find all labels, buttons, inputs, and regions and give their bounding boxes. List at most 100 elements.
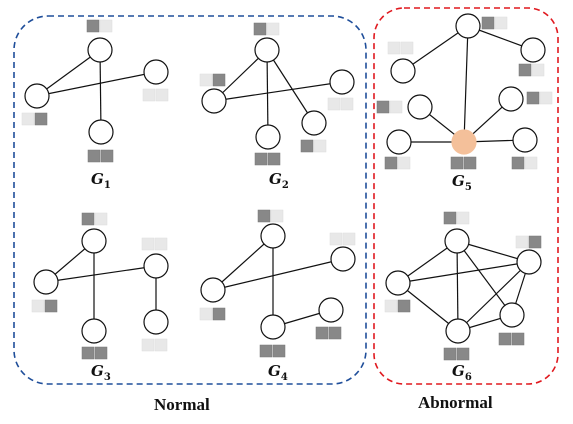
feature-square-g5-0-1 <box>494 16 508 30</box>
edge-g5-0-1 <box>402 25 469 72</box>
feature-square-g5-4-0 <box>526 91 540 105</box>
feature-square-g6-3-1 <box>456 347 470 361</box>
node-g3-4 <box>143 309 169 335</box>
feature-square-g1-3-1 <box>100 149 114 163</box>
group-label-normal: Normal <box>154 395 210 414</box>
edge-g2-1-2 <box>213 81 343 102</box>
feature-square-g3-4-0 <box>141 338 155 352</box>
edge-g4-1-2 <box>212 258 344 291</box>
node-g4-4 <box>318 297 344 323</box>
edge-g6-2-3 <box>397 282 459 332</box>
feature-square-g2-2-0 <box>199 73 213 87</box>
node-g6-4 <box>499 302 525 328</box>
feature-square-g1-2-0 <box>21 112 35 126</box>
node-g1-2 <box>24 83 50 109</box>
node-g1-1 <box>143 59 169 85</box>
feature-square-g6-0-0 <box>443 211 457 225</box>
feature-square-g6-2-0 <box>384 299 398 313</box>
feature-square-g3-2-1 <box>44 299 58 313</box>
feature-square-g2-0-0 <box>253 22 267 36</box>
feature-square-g5-5-0 <box>384 156 398 170</box>
feature-square-g1-3-0 <box>87 149 101 163</box>
node-g2-0 <box>254 37 280 63</box>
feature-square-g1-0-1 <box>99 19 113 33</box>
feature-square-g5-5-1 <box>397 156 411 170</box>
node-g2-4 <box>301 110 327 136</box>
feature-square-g6-2-1 <box>397 299 411 313</box>
node-g6-2 <box>385 270 411 296</box>
feature-square-g2-3-0 <box>254 152 268 166</box>
edge-g1-0-3 <box>99 49 102 133</box>
graph-label-g2-name: G <box>269 170 282 188</box>
node-g1-0 <box>87 37 113 63</box>
feature-square-g5-2-1 <box>531 63 545 77</box>
node-g2-2 <box>201 88 227 114</box>
edge-g6-0-4 <box>456 240 513 316</box>
edge-g6-0-3 <box>456 240 459 332</box>
node-g4-1 <box>330 246 356 272</box>
feature-square-g5-6-1 <box>524 156 538 170</box>
feature-square-g2-2-1 <box>212 73 226 87</box>
graph-g1 <box>21 19 169 163</box>
edge-g3-1-2 <box>45 265 157 283</box>
node-g5-0 <box>455 13 481 39</box>
feature-square-g5-3-1 <box>389 100 403 114</box>
feature-square-g4-0-0 <box>257 209 271 223</box>
edge-g5-0-7 <box>463 25 469 143</box>
feature-square-g3-0-1 <box>94 212 108 226</box>
graph-label-g1-name: G <box>91 170 104 188</box>
node-g2-1 <box>329 69 355 95</box>
node-g5-3 <box>407 94 433 120</box>
feature-square-g1-0-0 <box>86 19 100 33</box>
feature-square-g2-1-0 <box>327 97 341 111</box>
graph-label-g1-sub: 1 <box>103 180 111 191</box>
graph-label-g5: G5 <box>452 172 472 193</box>
feature-square-g2-4-1 <box>313 139 327 153</box>
graph-label-g3-sub: 3 <box>103 372 111 383</box>
group-box-normal <box>13 15 367 385</box>
graph-g3 <box>31 212 169 360</box>
node-g3-1 <box>143 253 169 279</box>
feature-square-g5-4-1 <box>539 91 553 105</box>
feature-square-g6-3-0 <box>443 347 457 361</box>
node-g5-1 <box>390 58 416 84</box>
feature-square-g5-2-0 <box>518 63 532 77</box>
feature-square-g4-3-1 <box>272 344 286 358</box>
feature-square-g4-4-0 <box>315 326 329 340</box>
graph-label-g3: G3 <box>91 362 111 383</box>
feature-square-g3-0-0 <box>81 212 95 226</box>
feature-square-g2-0-1 <box>266 22 280 36</box>
graph-label-g5-sub: 5 <box>464 182 472 193</box>
feature-square-g1-2-1 <box>34 112 48 126</box>
graph-label-g5-name: G <box>452 172 465 190</box>
node-g4-0 <box>260 223 286 249</box>
node-g4-2 <box>200 277 226 303</box>
feature-square-g6-1-1 <box>528 235 542 249</box>
node-g3-3 <box>81 318 107 344</box>
feature-square-g4-1-0 <box>329 232 343 246</box>
group-label-abnormal: Abnormal <box>418 393 493 412</box>
edge-g2-0-4 <box>266 49 315 124</box>
feature-square-g6-4-0 <box>498 332 512 346</box>
graph-label-g6: G6 <box>452 362 472 383</box>
feature-square-g3-1-0 <box>141 237 155 251</box>
graph-label-g4-sub: 4 <box>280 372 288 383</box>
feature-square-g5-3-0 <box>376 100 390 114</box>
feature-square-g3-3-1 <box>94 346 108 360</box>
feature-square-g2-1-1 <box>340 97 354 111</box>
graph-label-g3-name: G <box>91 362 104 380</box>
node-g3-0 <box>81 228 107 254</box>
graph-g5 <box>376 13 553 170</box>
node-g5-4 <box>498 86 524 112</box>
node-g5-5 <box>386 129 412 155</box>
feature-square-g3-1-1 <box>154 237 168 251</box>
feature-square-g5-6-0 <box>511 156 525 170</box>
feature-square-g4-2-0 <box>199 307 213 321</box>
feature-square-g4-1-1 <box>342 232 356 246</box>
graph-label-g2: G2 <box>269 170 289 191</box>
feature-square-g1-1-0 <box>142 88 156 102</box>
node-g1-3 <box>88 119 114 145</box>
edge-g1-0-2 <box>36 49 101 97</box>
node-g4-3 <box>260 314 286 340</box>
edge-g6-1-3 <box>457 261 530 332</box>
